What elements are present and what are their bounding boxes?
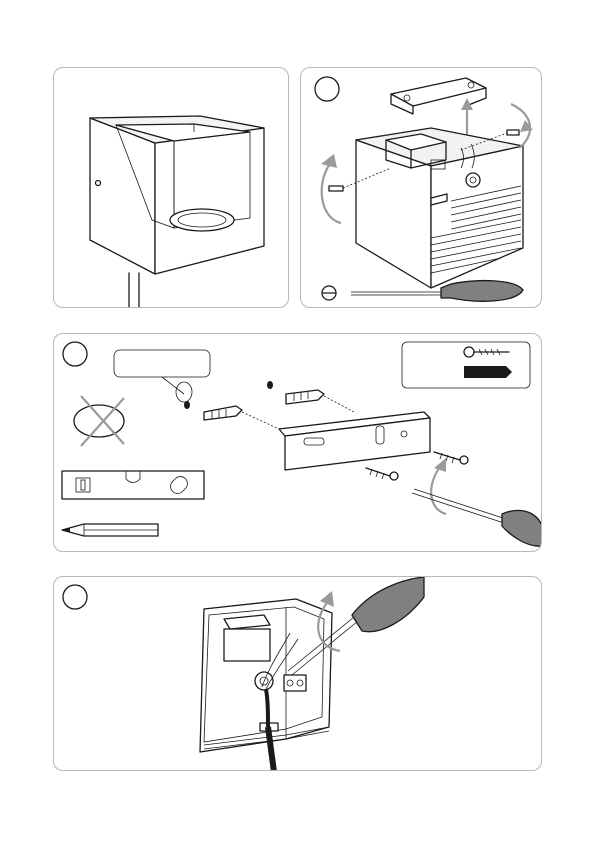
- screw-icon-1: [366, 468, 398, 480]
- accessories-box: [402, 342, 530, 388]
- rotate-arrow-icon: [431, 464, 446, 514]
- wall-plug-icon: [464, 366, 512, 378]
- wall-plug-icon-1: [204, 406, 242, 420]
- mounted-lamp-illustration: [54, 68, 289, 308]
- wall-plug-icon-2: [286, 390, 324, 404]
- callout-box: [114, 350, 210, 377]
- screw-left-icon: [329, 186, 343, 191]
- panel-wall-mounting: [53, 333, 542, 552]
- do-not-drill-icon: [74, 396, 124, 446]
- panel-open-housing: [300, 67, 542, 308]
- step-badge-2: [63, 342, 87, 366]
- housing-icon: [356, 128, 523, 288]
- screw-icon: [464, 347, 509, 357]
- screw-right-icon: [507, 130, 519, 135]
- wiring-illustration: [54, 577, 542, 771]
- panel-mounted-lamp: [53, 67, 289, 308]
- wall-mounting-illustration: [54, 334, 542, 552]
- open-housing-illustration: [301, 68, 542, 308]
- lamp-icon: [90, 116, 264, 274]
- wall-hole-icon-2: [267, 381, 273, 389]
- step-badge-3: [63, 585, 87, 609]
- step-badge-1: [315, 77, 339, 101]
- spirit-level-icon: [62, 471, 204, 499]
- mounting-bracket-icon: [279, 412, 430, 470]
- screwdriver-icon: [322, 281, 523, 302]
- pencil-icon: [62, 524, 158, 536]
- panel-wiring: [53, 576, 542, 771]
- screw-icon-2: [434, 452, 468, 464]
- wall-hole-icon: [184, 401, 190, 409]
